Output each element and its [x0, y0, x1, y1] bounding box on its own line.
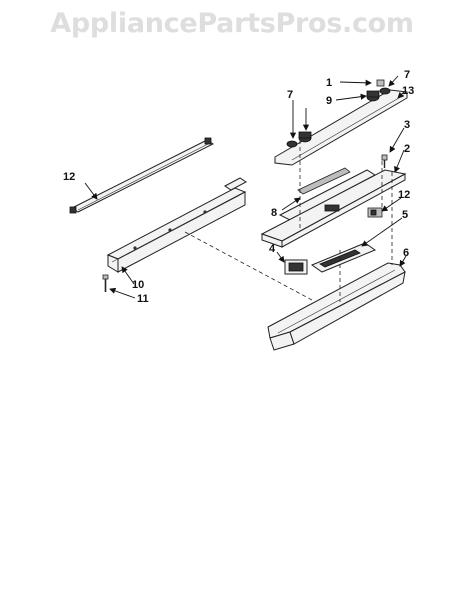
- callout-7-left: 7: [287, 89, 293, 101]
- callout-11: 11: [137, 293, 149, 305]
- callout-13: 13: [402, 85, 414, 97]
- top-trim-panel-part-13: [274, 89, 408, 166]
- mounting-bracket-part-10: [106, 177, 247, 273]
- callout-12-right: 12: [398, 189, 410, 201]
- control-board-part-5: [310, 242, 377, 273]
- callout-12-left: 12: [63, 171, 75, 183]
- alignment-lines: [184, 140, 393, 302]
- callout-4: 4: [269, 243, 276, 255]
- callout-1: 1: [326, 77, 332, 89]
- callout-3: 3: [404, 119, 410, 131]
- knobs-part-9: [298, 90, 380, 143]
- watermark-text: AppliancePartsPros.com: [50, 8, 414, 39]
- leader-lines: [84, 75, 407, 299]
- callout-8: 8: [271, 207, 277, 219]
- control-panel-frame-part-2: [260, 169, 407, 248]
- screw-part-11: [102, 274, 109, 292]
- callout-2: 2: [404, 143, 410, 155]
- callout-5: 5: [402, 209, 408, 221]
- callout-9: 9: [326, 95, 332, 107]
- control-module-part-4: [284, 259, 308, 275]
- callout-6: 6: [403, 247, 409, 259]
- console-backguard-part-6: [267, 262, 406, 351]
- callout-10: 10: [132, 279, 144, 291]
- screw-part-3: [381, 154, 388, 168]
- switch-part-12: [367, 207, 383, 218]
- rod-strip-part-12: [69, 137, 214, 214]
- small-cap-part-1: [376, 79, 385, 87]
- knob-caps-part-7: [286, 87, 391, 148]
- callout-7-top: 7: [404, 69, 410, 81]
